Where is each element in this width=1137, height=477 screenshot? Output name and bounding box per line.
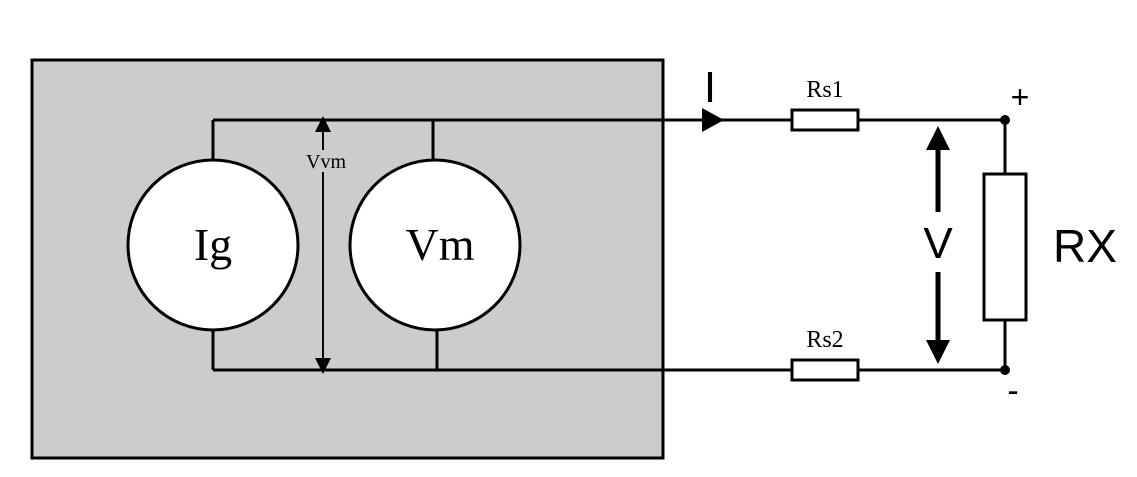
rx-resistor [982,172,1028,322]
rx-label: RX [1053,220,1117,272]
vvm-label: Vvm [306,151,346,173]
rs2-label: Rs2 [806,327,843,353]
plus-terminal [1000,115,1010,125]
v-arrow-down-icon [926,340,950,364]
ig-label: Ig [194,219,232,270]
minus-terminal [1000,365,1010,375]
voltmeter-circle [348,158,522,332]
vvm-label-bg [297,150,355,172]
v-label: V [923,219,953,268]
v-arrow-up-icon [926,126,950,150]
rs1-resistor [790,108,860,132]
vm-label: Vm [406,219,475,270]
minus-label: - [1007,372,1018,410]
rs2-resistor [790,358,860,382]
current-source-circle [126,158,300,332]
v-label-bg [918,212,958,272]
plus-label: + [1011,79,1030,115]
current-label: I [704,63,716,112]
current-arrow-icon [702,108,724,132]
rs1-label: Rs1 [806,77,843,103]
